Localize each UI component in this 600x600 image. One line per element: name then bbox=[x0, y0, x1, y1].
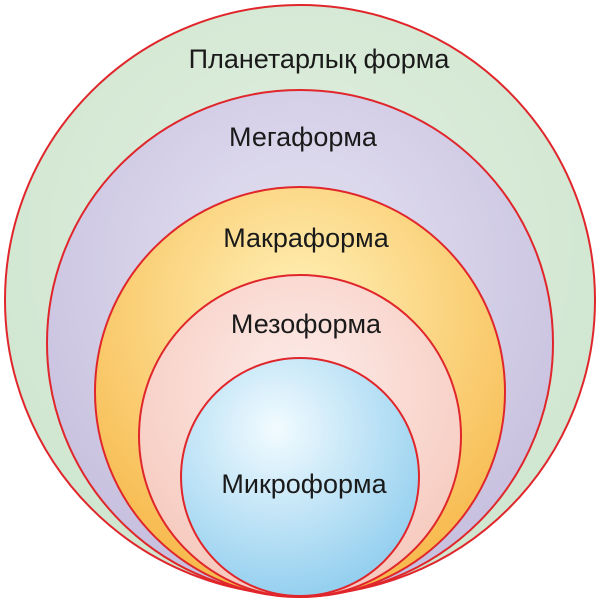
meso-label: Мезоформа bbox=[231, 309, 382, 339]
macro-label: Макраформа bbox=[223, 223, 389, 253]
planetary-label: Планетарлық форма bbox=[189, 44, 451, 74]
level-micro bbox=[180, 357, 420, 597]
micro-circle bbox=[180, 357, 420, 597]
micro-label: Микроформа bbox=[221, 469, 387, 499]
mega-label: Мегаформа bbox=[229, 122, 378, 152]
